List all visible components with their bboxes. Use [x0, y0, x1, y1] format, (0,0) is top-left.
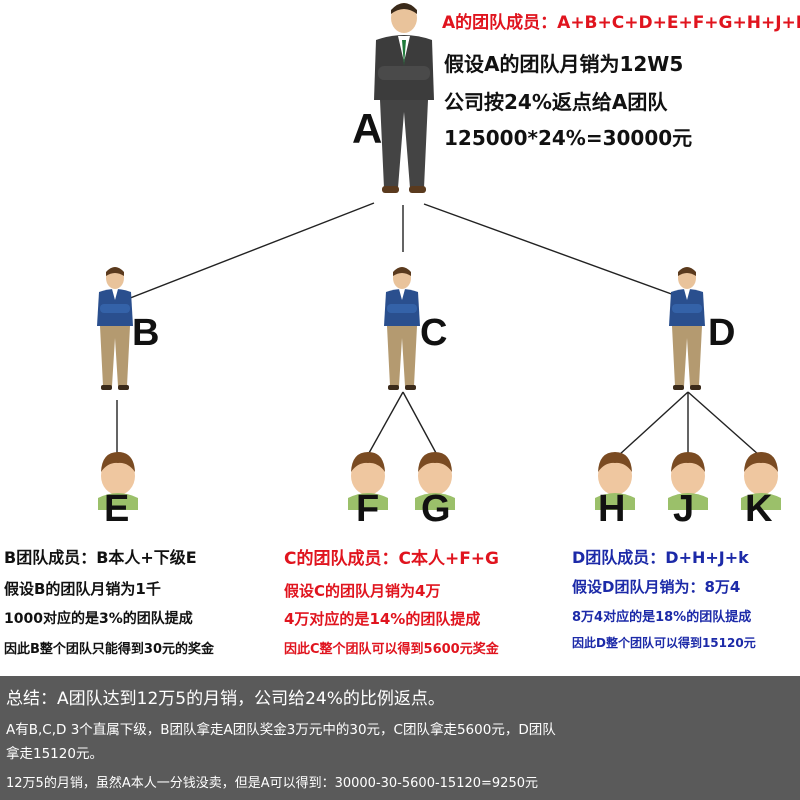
- a-rebate-rate: 公司按24%返点给A团队: [444, 90, 668, 114]
- panel-d: D团队成员：D+H+J+k 假设D团队月销为：8万4 8万4对应的是18%的团队…: [572, 540, 798, 670]
- node-label-b: B: [132, 312, 160, 354]
- node-label-d: D: [708, 312, 736, 354]
- node-label-g: G: [421, 488, 451, 530]
- panel-d-line3: 因此D整个团队可以得到15120元: [572, 636, 756, 650]
- panel-b-line3: 因此B整个团队只能得到30元的奖金: [4, 642, 214, 657]
- node-label-c: C: [420, 312, 448, 354]
- tree-connectors: [116, 202, 760, 456]
- person-b-figure: [97, 267, 133, 390]
- panel-c: C的团队成员：C本人+F+G 假设C的团队月销为4万 4万对应的是14%的团队提…: [284, 540, 556, 670]
- panel-b-line2: 1000对应的是3%的团队提成: [4, 611, 193, 627]
- a-assume-sales: 假设A的团队月销为12W5: [444, 52, 684, 76]
- panel-d-title: D团队成员：D+H+J+k: [572, 548, 749, 567]
- person-c-figure: [384, 267, 420, 390]
- summary-line1: 总结：A团队达到12万5的月销，公司给24%的比例返点。: [6, 689, 445, 709]
- summary-box: 总结：A团队达到12万5的月销，公司给24%的比例返点。 A有B,C,D 3个直…: [0, 676, 800, 800]
- panel-c-line1: 假设C的团队月销为4万: [284, 582, 441, 600]
- panel-b-title: B团队成员：B本人+下级E: [4, 548, 197, 567]
- person-d-figure: [669, 267, 705, 390]
- summary-line2: A有B,C,D 3个直属下级，B团队拿走A团队奖金3万元中的30元，C团队拿走5…: [6, 722, 556, 738]
- panel-d-line1: 假设D团队月销为：8万4: [572, 578, 741, 596]
- node-label-j: J: [673, 488, 695, 530]
- panel-b-line1: 假设B的团队月销为1千: [4, 580, 161, 598]
- summary-line3: 拿走15120元。: [6, 746, 103, 762]
- node-label-a: A: [352, 105, 383, 152]
- node-label-e: E: [104, 488, 130, 530]
- node-label-h: H: [598, 488, 626, 530]
- a-team-members: A的团队成员：A+B+C+D+E+F+G+H+J+K: [442, 13, 800, 33]
- panel-c-title: C的团队成员：C本人+F+G: [284, 549, 500, 569]
- a-rebate-calc: 125000*24%=30000元: [444, 126, 693, 150]
- panel-c-line2: 4万对应的是14%的团队提成: [284, 610, 481, 628]
- node-label-k: K: [745, 488, 773, 530]
- panel-c-line3: 因此C整个团队可以得到5600元奖金: [284, 642, 499, 657]
- panel-b: B团队成员：B本人+下级E 假设B的团队月销为1千 1000对应的是3%的团队提…: [4, 540, 279, 670]
- summary-line4: 12万5的月销，虽然A本人一分钱没卖，但是A可以得到：30000-30-5600…: [6, 776, 538, 791]
- org-tree: [97, 3, 781, 510]
- node-label-f: F: [356, 488, 380, 530]
- person-a-figure: [374, 3, 434, 193]
- panel-d-line2: 8万4对应的是18%的团队提成: [572, 610, 752, 625]
